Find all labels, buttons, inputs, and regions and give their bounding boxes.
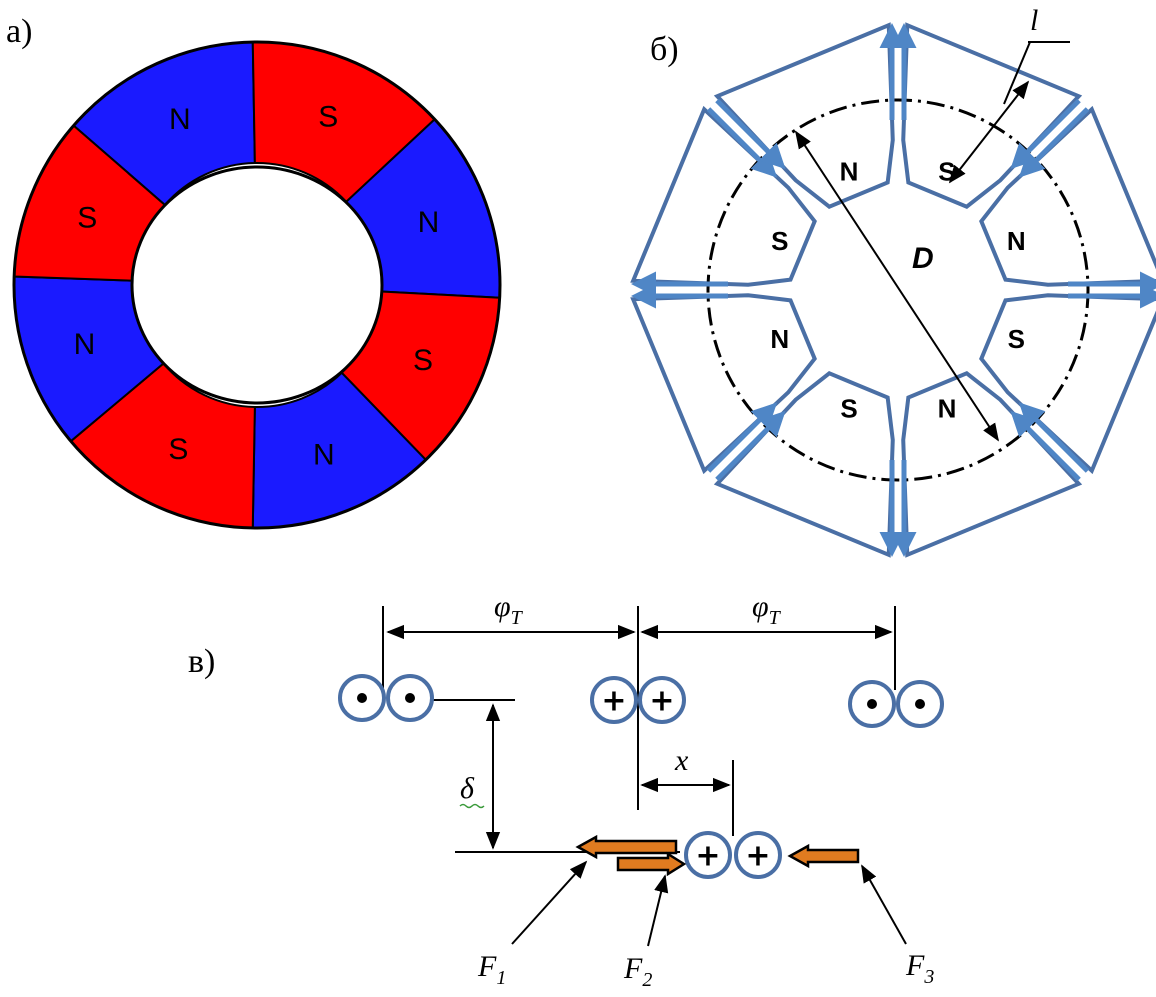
stator-pole-label: N — [938, 393, 957, 423]
force-leader — [511, 860, 588, 945]
coil-conductor — [684, 831, 732, 879]
gap-label: δ — [460, 772, 475, 805]
force-leader — [861, 864, 907, 945]
pitch-label-left: φT — [494, 590, 524, 629]
ring-inner-hole — [130, 165, 384, 405]
force-label-2: F2 — [623, 952, 652, 991]
stator-pole-label: N — [1007, 226, 1026, 256]
current-in-cross: + — [745, 839, 770, 874]
panel-label-a: а) — [6, 13, 32, 50]
ring-pole-label: N — [313, 438, 335, 471]
force-label-1: F1 — [477, 950, 506, 989]
ring-outer-edge — [12, 40, 502, 530]
current-in-cross: + — [649, 684, 674, 719]
coil-group: + + + + — [338, 674, 944, 879]
stator-pole-label: N — [840, 157, 859, 187]
ring-pole-label: N — [418, 206, 440, 239]
ring-pole-label: S — [413, 344, 433, 377]
stator-pole-label: S — [938, 157, 955, 187]
flux-arrows — [631, 23, 1156, 557]
coil-force-diagram: φT φT x δ + + + + F1 F2 F3 — [338, 590, 944, 991]
ring-pole-label: S — [77, 202, 97, 235]
coil-conductor — [638, 676, 686, 724]
current-out-dot — [915, 699, 925, 709]
diameter-label: D — [912, 242, 934, 275]
flux-arrow — [1018, 107, 1090, 178]
panel-label-c: в) — [188, 643, 215, 680]
ring-pole-label: S — [168, 433, 188, 466]
length-leader-slope — [1003, 41, 1031, 105]
flux-arrow — [1010, 410, 1081, 482]
stator-segment — [979, 105, 1156, 287]
force-arrow — [787, 843, 860, 869]
pitch-circle — [706, 98, 1090, 482]
stator-octagon: S N S N S N S N D l — [630, 4, 1156, 558]
force-label-3: F3 — [905, 949, 934, 988]
stator-pole-label: N — [770, 324, 789, 354]
gap-label-underline — [459, 803, 485, 809]
stator-pole-labels: S N S N S N S N — [770, 157, 1025, 424]
panel-label-b: б) — [650, 31, 679, 68]
stator-pole-label: S — [840, 393, 857, 423]
ring-pole-label: N — [74, 328, 96, 361]
current-out-dot — [867, 699, 877, 709]
offset-label: x — [674, 744, 689, 777]
current-in-cross: + — [695, 839, 720, 874]
force-arrow — [616, 851, 687, 877]
pitch-label-right: φT — [752, 590, 782, 629]
coil-conductor — [590, 676, 638, 724]
length-label: l — [1030, 4, 1038, 37]
magnet-ring: N S N S N S N S — [12, 40, 502, 530]
current-out-dot — [357, 693, 367, 703]
flux-arrow — [715, 98, 786, 170]
length-dimension — [948, 80, 1030, 184]
force-arrows — [511, 834, 907, 947]
ring-pole-label: N — [169, 103, 191, 136]
current-in-cross: + — [601, 684, 626, 719]
flux-arrow — [706, 402, 778, 473]
current-out-dot — [405, 693, 415, 703]
force-arrow — [575, 834, 678, 860]
stator-pole-label: S — [771, 226, 788, 256]
diameter-dimension — [795, 130, 999, 442]
coil-conductor — [734, 831, 782, 879]
ring-pole-label: S — [318, 101, 338, 134]
force-leader — [647, 874, 669, 947]
stator-pole-label: S — [1008, 324, 1025, 354]
